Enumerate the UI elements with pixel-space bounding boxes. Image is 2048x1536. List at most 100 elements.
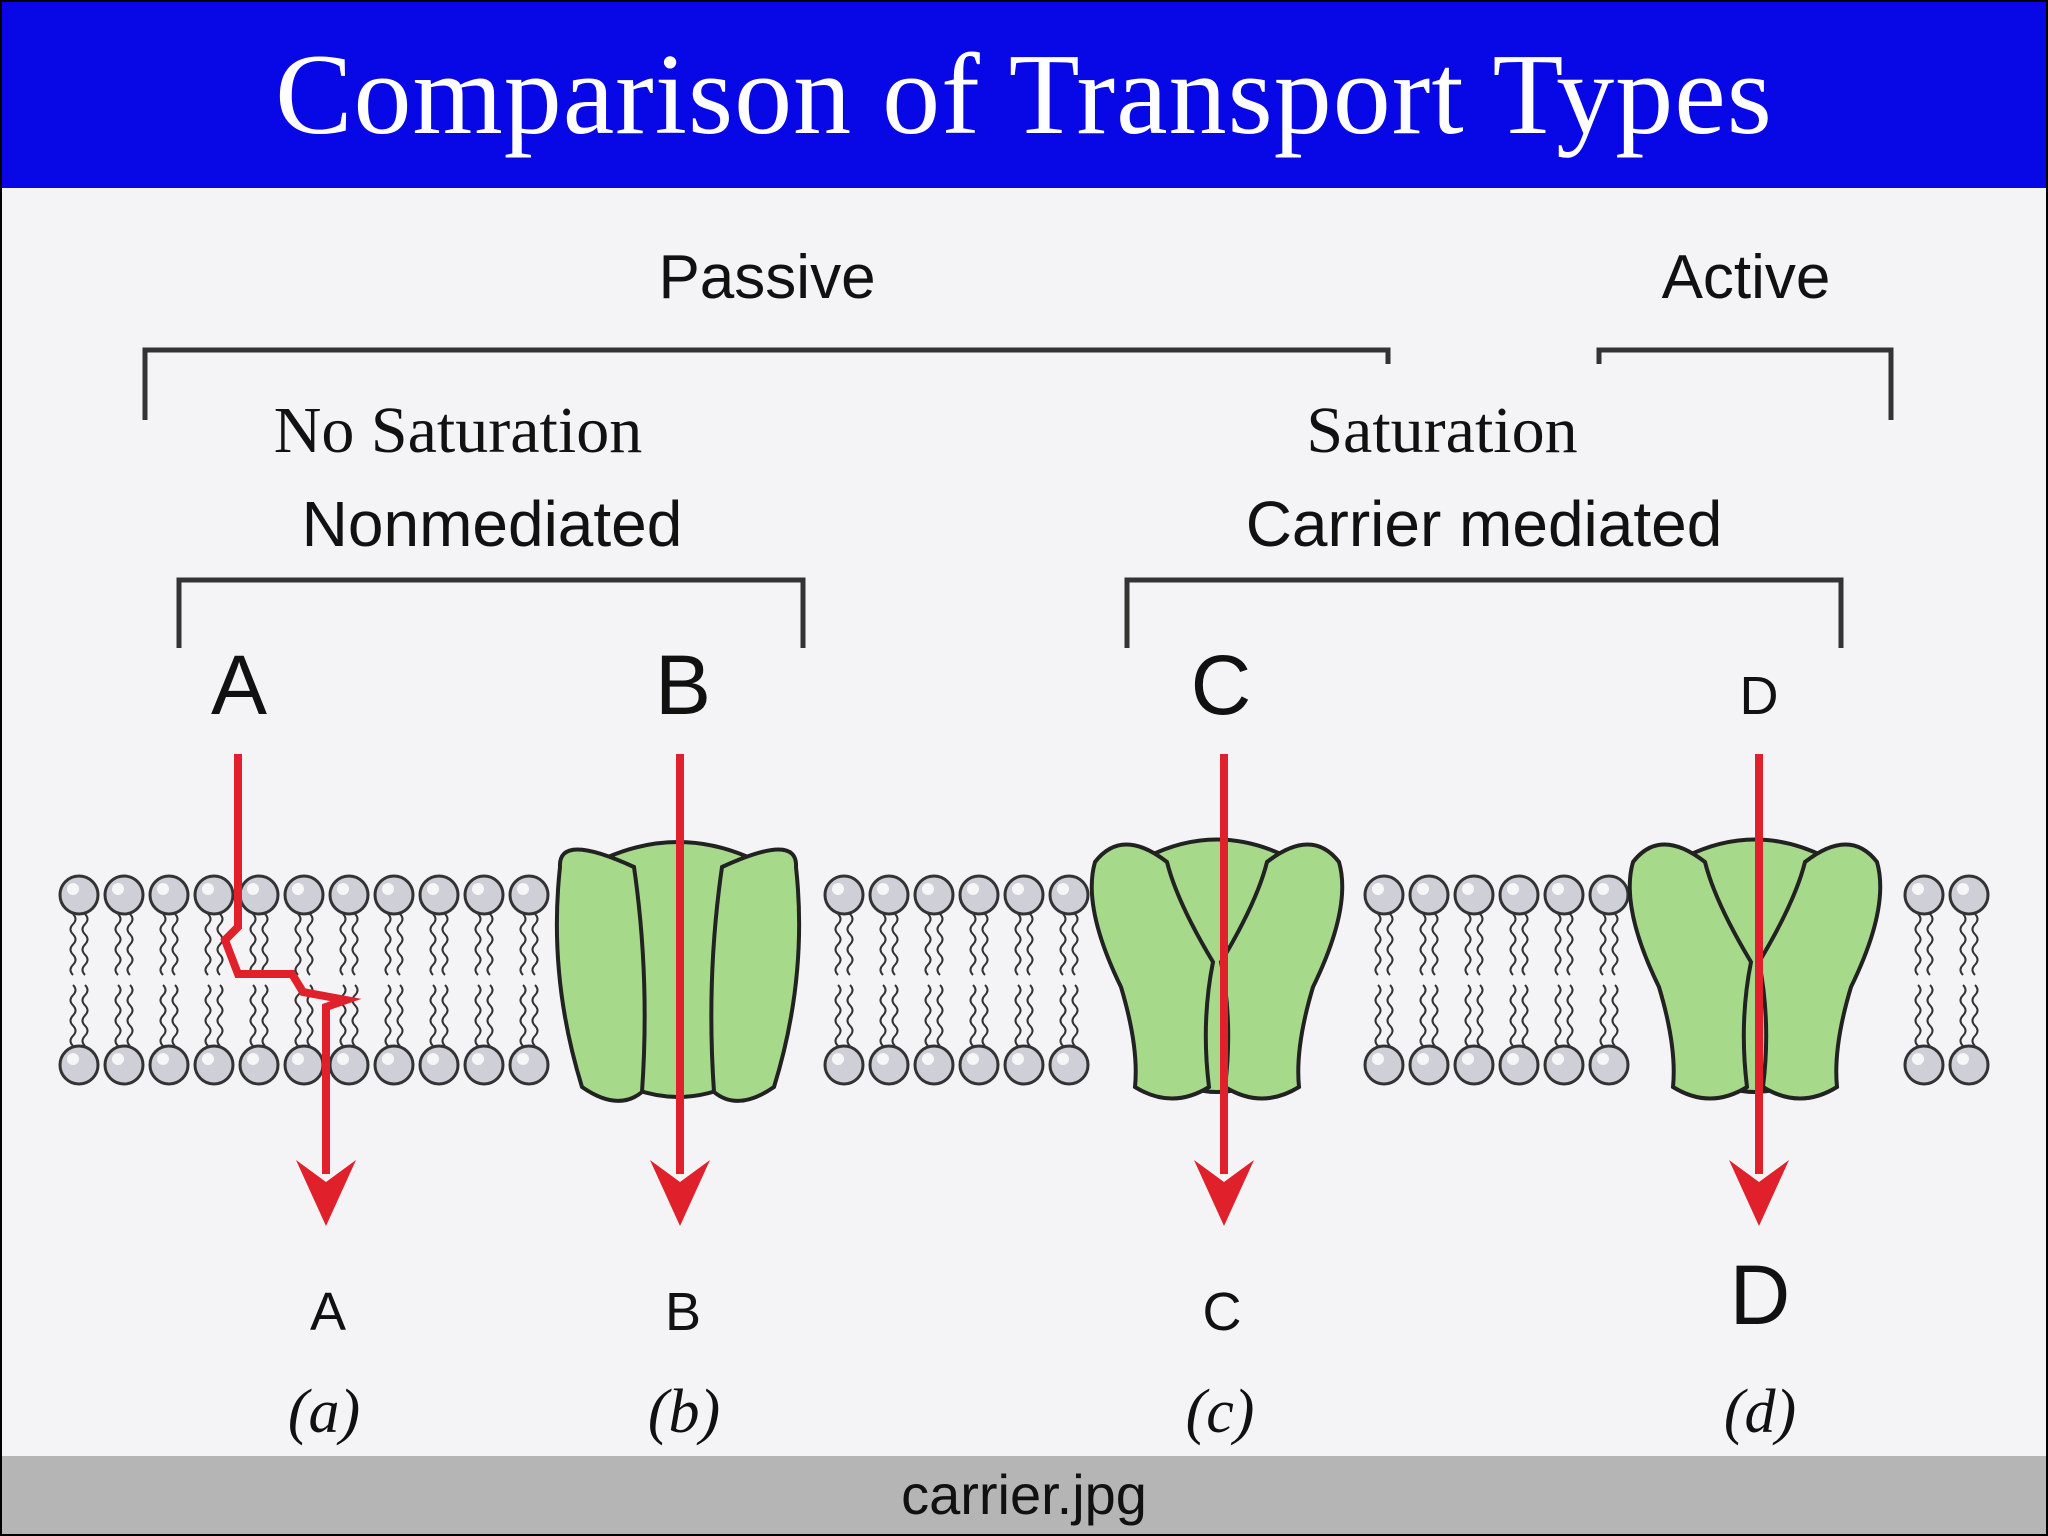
lipid-tail [969,913,977,976]
channel-protein-right-lobe [709,847,802,1103]
lipid-head [463,1044,505,1086]
lipid-head [1003,1044,1045,1086]
lipid-tail [1971,984,1979,1047]
arrow-b-head [650,1160,710,1226]
lipid-tail [441,913,449,976]
lipid-tail [1926,913,1934,976]
passive-label: Passive [658,243,875,312]
lipid-tail [1611,984,1619,1047]
lipid-head [868,1044,910,1086]
lipid-tails [69,913,1979,1047]
lipid-tail [1476,913,1484,976]
lipid-tail [834,913,842,976]
lipid-tail [1914,913,1922,976]
lipid-head-highlight [1012,883,1024,895]
lipid-head-highlight [967,883,979,895]
lipid-tail [519,913,527,976]
lipid-tail [159,984,167,1047]
lipid-head-highlight [472,1053,484,1065]
lipid-tail [1431,984,1439,1047]
lipid-head-highlight [157,1053,169,1065]
lipid-tail [981,984,989,1047]
lipid-head-highlight [67,883,79,895]
lipid-tail [936,913,944,976]
lipid-tail [1611,913,1619,976]
lipid-head-highlight [472,883,484,895]
lipid-tail [1959,984,1967,1047]
lipid-head-highlight [1912,1053,1924,1065]
lipid-tail [1026,984,1034,1047]
lipid-tail [1374,913,1382,976]
lipid-tail [351,913,359,976]
lipid-head [823,874,865,916]
title-bar: Comparison of Transport Types [2,2,2046,188]
channel-protein-left-lobe [554,847,647,1103]
caption-bar: carrier.jpg [2,1456,2046,1534]
lipid-head [103,874,145,916]
lipid-head [373,1044,415,1086]
top-label-c: C [1191,638,1252,732]
lipid-heads [58,874,1990,1086]
lipid-tail [1554,984,1562,1047]
lipid-tail [891,984,899,1047]
lipid-tail [384,984,392,1047]
lipid-head [58,1044,100,1086]
lipid-head [238,874,280,916]
active-label: Active [1662,243,1831,312]
lipid-head-highlight [1957,1053,1969,1065]
lipid-tail [114,913,122,976]
transport-arrows [220,754,1789,1226]
lipid-tail [519,984,527,1047]
lipid-head-highlight [1912,883,1924,895]
lipid-head [1903,1044,1945,1086]
lipid-tail [1026,913,1034,976]
lipid-head [328,874,370,916]
lipid-head [1543,1044,1585,1086]
lipid-head-highlight [382,883,394,895]
lipid-tail [249,913,257,976]
lipid-tail [171,913,179,976]
lipid-head-highlight [112,1053,124,1065]
lipid-head [1498,1044,1540,1086]
lipid-tail [531,913,539,976]
transport-diagram: Passive Active No Saturation Nonmediated… [58,243,1990,1446]
lipid-tail [1014,984,1022,1047]
lipid-head-highlight [922,883,934,895]
lipid-head-highlight [1372,883,1384,895]
lipid-head [373,874,415,916]
bottom-label-a: A [310,1282,346,1342]
lipid-tail [216,913,224,976]
lipid-head [1453,1044,1495,1086]
lipid-tail [1431,913,1439,976]
lipid-tail [69,913,77,976]
lipid-head [1948,1044,1990,1086]
lipid-head-highlight [1462,883,1474,895]
lipid-tail [1554,913,1562,976]
lipid-tail [846,913,854,976]
lipid-tail [1071,984,1079,1047]
lipid-tail [1014,913,1022,976]
lipid-tail [249,984,257,1047]
lipid-tail [1059,984,1067,1047]
lipid-tail [171,984,179,1047]
lipid-head [283,1044,325,1086]
lipid-tail [1419,913,1427,976]
lipid-head-highlight [1597,1053,1609,1065]
lipid-head-highlight [1552,1053,1564,1065]
lipid-head [328,1044,370,1086]
lipid-head-highlight [832,1053,844,1065]
lipid-head-highlight [112,883,124,895]
lipid-tail [126,913,134,976]
membrane-proteins [554,837,1883,1103]
lipid-head [958,874,1000,916]
top-label-d: D [1740,666,1779,726]
bottom-label-d: D [1730,1248,1791,1342]
lipid-head-highlight [1552,883,1564,895]
lipid-head [1408,1044,1450,1086]
lipid-head [1048,874,1090,916]
lipid-head [1903,874,1945,916]
lipid-head [958,1044,1000,1086]
lipid-tail [396,913,404,976]
lipid-head-highlight [1057,1053,1069,1065]
lipid-tail [261,913,269,976]
